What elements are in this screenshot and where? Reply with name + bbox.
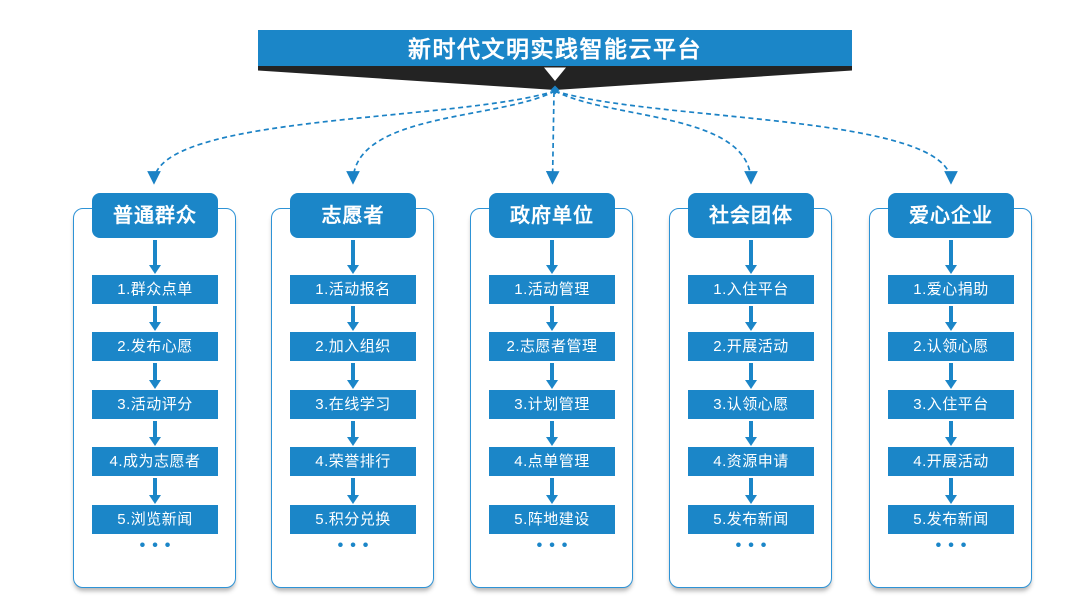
down-arrow-icon xyxy=(351,363,355,381)
column-header: 志愿者 xyxy=(290,193,416,238)
column-header: 社会团体 xyxy=(688,193,814,238)
flow-item: 5.发布新闻 xyxy=(688,505,814,534)
dashed-connector-col4 xyxy=(554,90,758,185)
down-arrow-icon xyxy=(550,421,554,438)
down-arrow-icon xyxy=(550,240,554,266)
down-arrow-icon xyxy=(949,306,953,323)
flow-item: 1.活动管理 xyxy=(489,275,615,304)
flow-item: 2.认领心愿 xyxy=(888,332,1014,361)
down-arrow-icon xyxy=(749,240,753,266)
down-arrow-icon xyxy=(351,421,355,438)
column-header: 爱心企业 xyxy=(888,193,1014,238)
column-header: 政府单位 xyxy=(489,193,615,238)
flow-item: 3.在线学习 xyxy=(290,390,416,419)
down-arrow-icon xyxy=(749,478,753,496)
down-arrow-icon xyxy=(153,421,157,438)
flow-item: 4.开展活动 xyxy=(888,447,1014,476)
down-arrow-icon xyxy=(749,421,753,438)
down-arrow-icon xyxy=(153,478,157,496)
down-arrow-icon xyxy=(550,306,554,323)
dashed-connector-col2 xyxy=(346,90,556,185)
down-arrow-icon xyxy=(949,240,953,266)
role-column-general-public: 普通群众 1.群众点单 2.发布心愿 3.活动评分 4.成为志愿者 5.浏览新闻… xyxy=(73,193,237,595)
flow-item: 5.阵地建设 xyxy=(489,505,615,534)
down-arrow-icon xyxy=(949,478,953,496)
flow-item: 5.浏览新闻 xyxy=(92,505,218,534)
flow-item: 2.发布心愿 xyxy=(92,332,218,361)
flow-item: 1.入住平台 xyxy=(688,275,814,304)
down-triangle-icon xyxy=(544,67,566,81)
role-column-volunteers: 志愿者 1.活动报名 2.加入组织 3.在线学习 4.荣誉排行 5.积分兑换 •… xyxy=(271,193,435,595)
flow-item: 4.资源申请 xyxy=(688,447,814,476)
down-arrow-icon xyxy=(949,363,953,381)
role-column-government: 政府单位 1.活动管理 2.志愿者管理 3.计划管理 4.点单管理 5.阵地建设… xyxy=(470,193,634,595)
flow-item: 3.计划管理 xyxy=(489,390,615,419)
flow-item: 5.发布新闻 xyxy=(888,505,1014,534)
down-arrow-icon xyxy=(749,306,753,323)
column-header: 普通群众 xyxy=(92,193,218,238)
ellipsis-indicator: ••• xyxy=(536,537,575,554)
down-arrow-icon xyxy=(153,240,157,266)
role-column-enterprises: 爱心企业 1.爱心捐助 2.认领心愿 3.入住平台 4.开展活动 5.发布新闻 … xyxy=(869,193,1033,595)
flow-item: 2.志愿者管理 xyxy=(489,332,615,361)
ellipsis-indicator: ••• xyxy=(337,537,376,554)
flow-item: 1.活动报名 xyxy=(290,275,416,304)
down-arrow-icon xyxy=(351,478,355,496)
ellipsis-indicator: ••• xyxy=(139,537,178,554)
dashed-connector-col3 xyxy=(545,91,560,185)
dashed-connector-col1 xyxy=(147,90,556,185)
flow-item: 3.活动评分 xyxy=(92,390,218,419)
flow-item: 2.开展活动 xyxy=(688,332,814,361)
ellipsis-indicator: ••• xyxy=(935,537,974,554)
flow-item: 1.爱心捐助 xyxy=(888,275,1014,304)
down-arrow-icon xyxy=(550,363,554,381)
down-arrow-icon xyxy=(949,421,953,438)
flow-item: 4.成为志愿者 xyxy=(92,447,218,476)
dashed-connector-col5 xyxy=(554,90,958,185)
flow-item: 5.积分兑换 xyxy=(290,505,416,534)
platform-title-banner: 新时代文明实践智能云平台 xyxy=(258,30,852,67)
flow-item: 3.认领心愿 xyxy=(688,390,814,419)
down-arrow-icon xyxy=(550,478,554,496)
flow-item: 4.点单管理 xyxy=(489,447,615,476)
ellipsis-indicator: ••• xyxy=(735,537,774,554)
role-column-social-groups: 社会团体 1.入住平台 2.开展活动 3.认领心愿 4.资源申请 5.发布新闻 … xyxy=(669,193,833,595)
down-arrow-icon xyxy=(153,306,157,323)
flow-item: 1.群众点单 xyxy=(92,275,218,304)
banner-ribbon-shape xyxy=(258,66,852,90)
flow-item: 2.加入组织 xyxy=(290,332,416,361)
down-arrow-icon xyxy=(153,363,157,381)
flow-item: 3.入住平台 xyxy=(888,390,1014,419)
down-arrow-icon xyxy=(351,306,355,323)
flow-item: 4.荣誉排行 xyxy=(290,447,416,476)
down-arrow-icon xyxy=(749,363,753,381)
down-arrow-icon xyxy=(351,240,355,266)
